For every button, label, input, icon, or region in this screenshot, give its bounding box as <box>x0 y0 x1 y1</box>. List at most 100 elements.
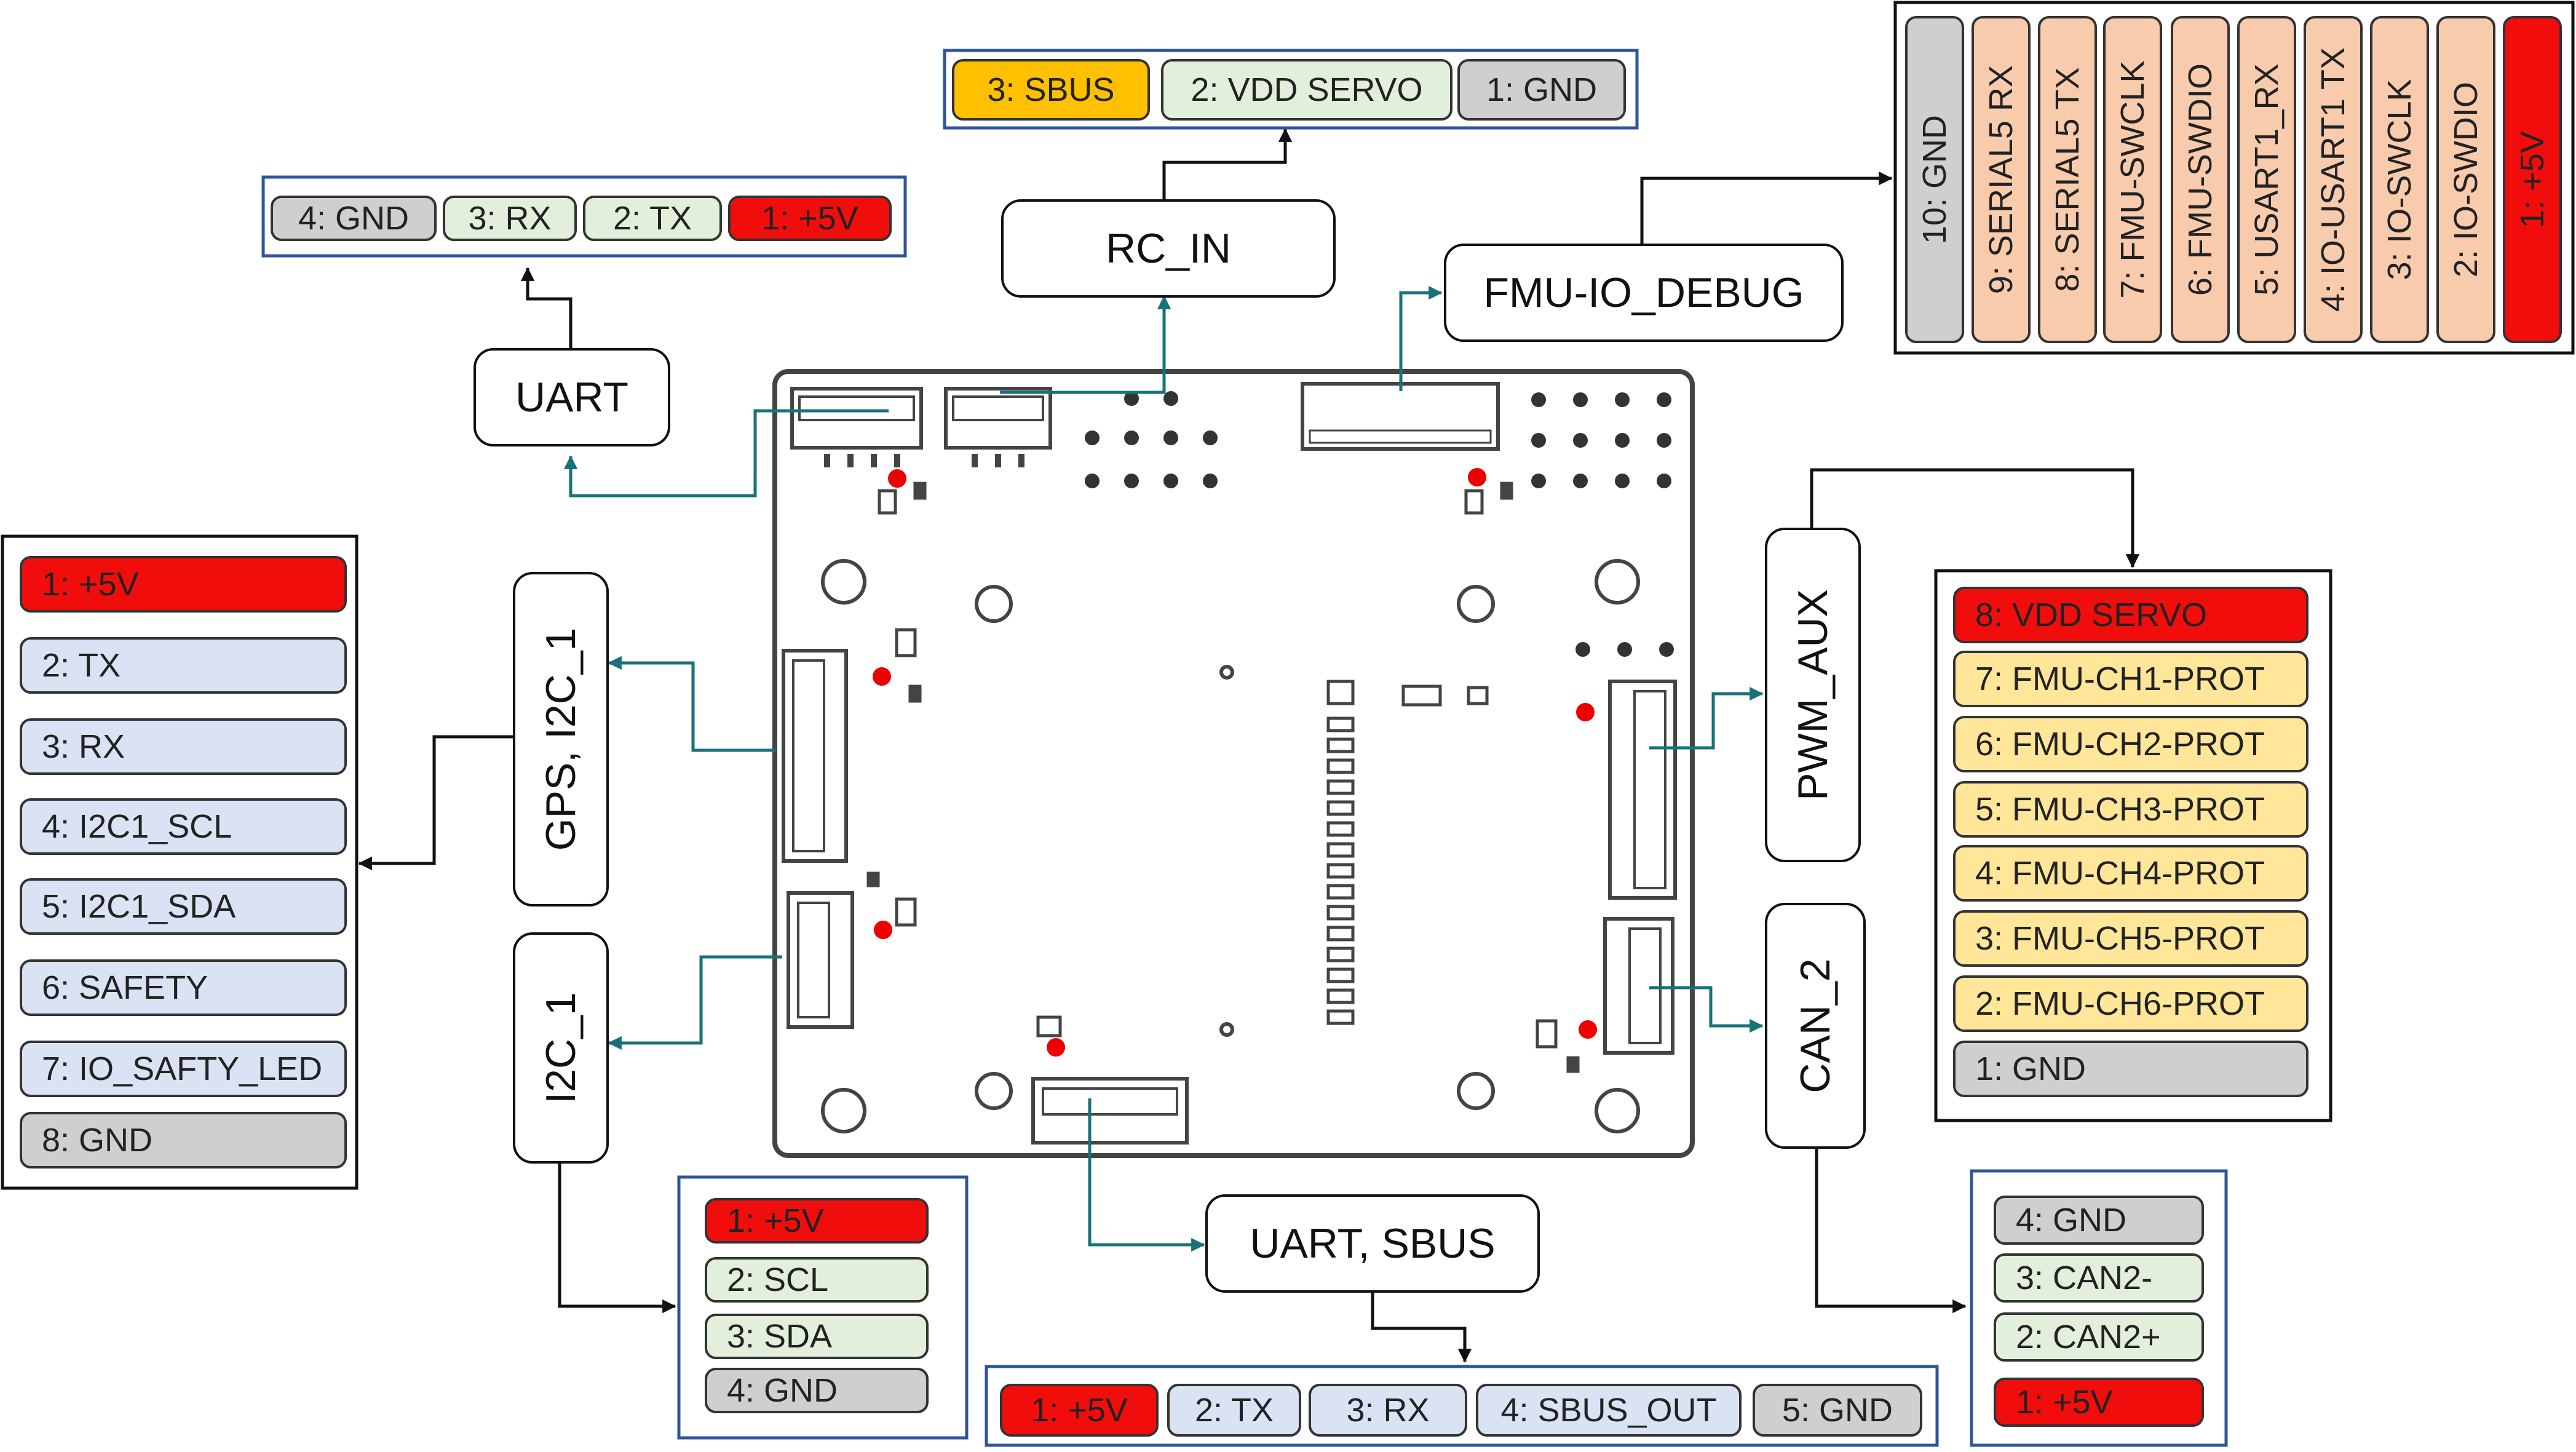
pcb-pad <box>1326 758 1355 774</box>
connection-lines <box>358 128 2140 1363</box>
pin-label: 2: FMU-CH6-PROT <box>1975 985 2265 1022</box>
pin-box: 5: FMU-CH3-PROT <box>1953 781 2308 838</box>
pin-group-can-2: 4: GND 3: CAN2- 2: CAN2+ 1: +5V <box>1970 1169 2228 1447</box>
pcb-pad <box>1085 430 1100 445</box>
svg-text:UART, SBUS: UART, SBUS <box>1250 1220 1495 1267</box>
pin-label: 6: SAFETY <box>42 969 208 1006</box>
pcb-pad <box>1085 474 1100 488</box>
pcb-pad <box>1326 863 1355 879</box>
pcb-pad <box>1124 391 1139 406</box>
pin-box: 4: GND <box>1994 1196 2204 1245</box>
pin-box: 5: I2C1_SDA <box>20 878 347 935</box>
pin-box: 6: FMU-SWDIO <box>2171 16 2230 343</box>
pin-label: 1: +5V <box>1031 1392 1128 1429</box>
pin-box: 4: GND <box>705 1368 929 1413</box>
pin-label: 2: VDD SERVO <box>1191 71 1422 108</box>
pcb-pad <box>1326 926 1355 942</box>
connector-label-gps-i2c-1: GPS, I2C_1 <box>513 572 609 907</box>
connector-label-fmu-io-debug: FMU-IO_DEBUG <box>1444 244 1844 342</box>
pin-box: 1: +5V <box>1994 1378 2204 1427</box>
pin-label: 7: IO_SAFTY_LED <box>42 1050 322 1087</box>
pin-label: 1: +5V <box>2514 131 2551 228</box>
pin-box: 4: IO-USART1 TX <box>2304 16 2363 343</box>
connector-label-i2c-1: I2C_1 <box>513 932 609 1164</box>
pin-label: 1: GND <box>1486 71 1597 108</box>
pin-label: 2: CAN2+ <box>2016 1319 2161 1355</box>
connector-label-can-2: CAN_2 <box>1765 903 1866 1149</box>
pcb-pad <box>1615 433 1630 448</box>
pcb-pad <box>1531 392 1546 407</box>
pin-label: 1: +5V <box>727 1202 824 1239</box>
pin-label: 2: TX <box>613 200 692 237</box>
uart-sbus-connector-footprint <box>1031 1077 1189 1145</box>
pin-label: 2: TX <box>42 647 121 684</box>
pin-box: 3: RX <box>20 718 347 775</box>
svg-text:GPS, I2C_1: GPS, I2C_1 <box>537 628 584 851</box>
pin-label: 1: +5V <box>2016 1384 2113 1421</box>
pin-box: 9: SERIAL5 RX <box>1972 16 2031 343</box>
pin-label: 4: GND <box>2016 1202 2126 1239</box>
pin-box: 3: CAN2- <box>1994 1253 2204 1303</box>
pin-label: 8: SERIAL5 TX <box>2049 67 2086 292</box>
rc-in-connector-footprint <box>944 387 1052 467</box>
pin-box: 2: TX <box>1167 1384 1301 1437</box>
pin-label: 2: TX <box>1195 1392 1274 1429</box>
pin-label: 9: SERIAL5 RX <box>1983 65 2019 294</box>
pin-label: 8: GND <box>42 1122 153 1159</box>
pcb-pad <box>1531 433 1546 448</box>
pcb-pad <box>1203 474 1218 488</box>
pin-label: 5: I2C1_SDA <box>42 888 236 925</box>
pin-label: 3: SDA <box>727 1318 832 1355</box>
pin-box: 3: SBUS <box>952 59 1150 121</box>
uart-connector-footprint <box>790 387 923 467</box>
mounting-holes <box>821 559 1640 1133</box>
pin-box: 3: RX <box>443 196 577 241</box>
pcb-pad <box>1326 821 1355 837</box>
pcb-pad <box>1326 946 1355 962</box>
pcb-pad <box>1575 642 1590 657</box>
pin-label: 4: FMU-CH4-PROT <box>1975 855 2265 892</box>
pin-box: 2: CAN2+ <box>1994 1312 2204 1362</box>
pin-label: 5: GND <box>1782 1392 1893 1429</box>
pcb-pad <box>1124 430 1139 445</box>
pin-box: 1: GND <box>1457 59 1626 121</box>
pin-label: 4: GND <box>298 200 409 237</box>
pin-box: 2: SCL <box>705 1257 929 1303</box>
svg-text:RC_IN: RC_IN <box>1106 225 1231 272</box>
pin-box: 4: SBUS_OUT <box>1476 1384 1742 1437</box>
pcb-pad <box>1326 737 1355 753</box>
pcb-pad <box>1326 884 1355 900</box>
gps-connector-footprint <box>782 649 848 863</box>
pcb-pad <box>1617 642 1632 657</box>
pad-grid <box>1085 391 1674 657</box>
pin-label: 2: SCL <box>727 1261 828 1298</box>
pin-box: 8: SERIAL5 TX <box>2038 16 2097 343</box>
pcb-pad <box>1573 392 1588 407</box>
pin-label: 3: IO-SWCLK <box>2381 79 2418 280</box>
pcb-pad <box>1659 642 1674 657</box>
pin-box: 5: GND <box>1753 1384 1922 1437</box>
pin-box: 1: +5V <box>20 556 347 613</box>
pin-box: 3: IO-SWCLK <box>2370 16 2429 343</box>
pin-box: 4: GND <box>271 196 437 241</box>
pcb-pad <box>1326 988 1355 1004</box>
connector-label-rc-in: RC_IN <box>1001 199 1336 298</box>
connector-label-uart: UART <box>474 348 670 446</box>
pin-label: 4: IO-USART1 TX <box>2315 47 2352 312</box>
pin-label: 5: USART1_RX <box>2248 63 2285 295</box>
pin-box: 3: SDA <box>705 1314 929 1359</box>
pin-box: 8: VDD SERVO <box>1953 587 2308 643</box>
pin-label: 3: RX <box>42 728 125 765</box>
pcb-pad <box>1326 842 1355 858</box>
pcb-pad <box>1163 391 1178 406</box>
pcb-pad <box>1531 474 1546 488</box>
pin-box: 5: USART1_RX <box>2237 16 2296 343</box>
svg-text:CAN_2: CAN_2 <box>1792 958 1839 1093</box>
pin-label: 8: VDD SERVO <box>1975 597 2207 633</box>
pin-label: 3: CAN2- <box>2016 1260 2152 1296</box>
pin-box: 8: GND <box>20 1112 347 1168</box>
pcb-pad <box>1326 779 1355 795</box>
pin-label: 1: GND <box>1975 1050 2086 1087</box>
